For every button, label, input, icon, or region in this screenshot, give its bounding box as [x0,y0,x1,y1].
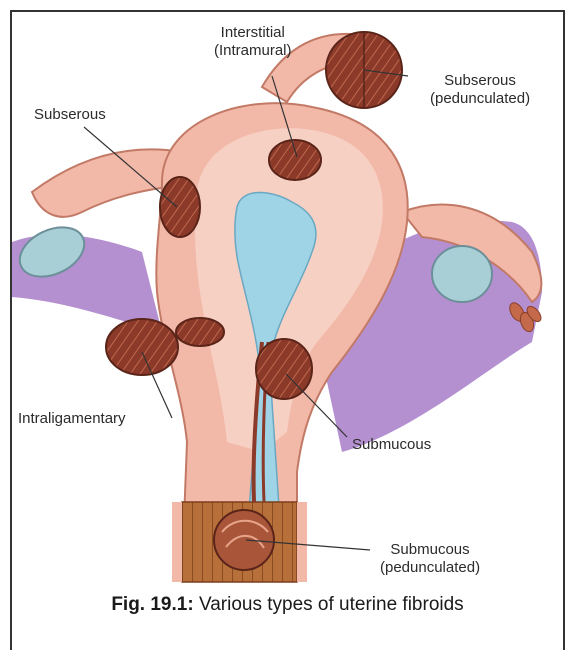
label-submucous-ped-line2: (pedunculated) [380,559,480,577]
fibroid-submucous [256,339,312,399]
right-ovary [432,246,492,302]
figure-caption-text: Various types of uterine fibroids [194,594,464,615]
label-subserous-ped-line1: Subserous [430,72,530,90]
label-intraligamentary: Intraligamentary [18,410,126,428]
label-interstitial-line2: (Intramural) [214,42,292,60]
label-submucous-ped-line1: Submucous [380,541,480,559]
figure-number: Fig. 19.1: [111,594,193,615]
fibroid-submucous-pedunculated [214,510,274,570]
label-submucous-pedunculated: Submucous (pedunculated) [380,541,480,577]
label-submucous: Submucous [352,436,431,454]
fibroid-intraligamentary [106,319,178,375]
label-subserous: Subserous [34,106,106,124]
label-interstitial-line1: Interstitial [214,24,292,42]
label-subserous-ped-line2: (pedunculated) [430,90,530,108]
fibroid-interstitial [269,140,321,180]
label-interstitial: Interstitial (Intramural) [214,24,292,60]
label-subserous-pedunculated: Subserous (pedunculated) [430,72,530,108]
figure-caption: Fig. 19.1: Various types of uterine fibr… [12,594,563,616]
fibroid-subserous [160,177,200,237]
